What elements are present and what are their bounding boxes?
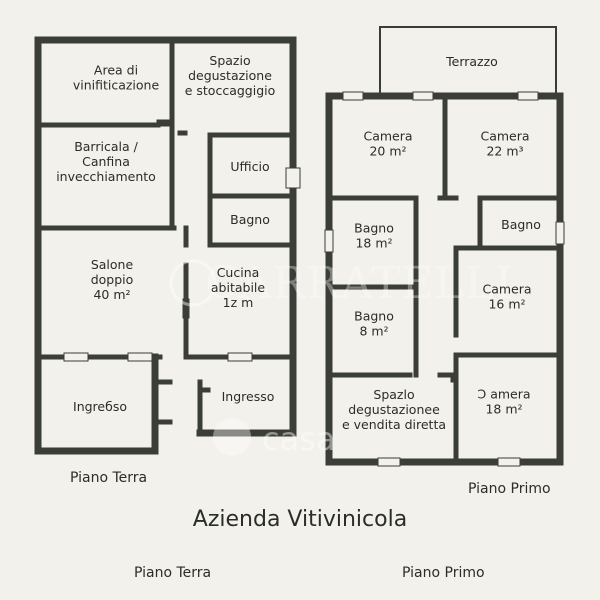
ground-floor-room-1-label: Area di bbox=[94, 63, 138, 78]
first-floor-caption: Piano Primo bbox=[468, 481, 551, 497]
ground-floor-room-6-label: 40 m² bbox=[93, 287, 130, 302]
first-floor-room-3-label: Camera bbox=[480, 129, 529, 144]
ground-floor-room-6-label: Salone bbox=[91, 257, 134, 272]
bottom-caption-first: Piano Primo bbox=[402, 565, 485, 581]
ground-floor-room-7-label: Cucina bbox=[217, 265, 260, 280]
ground-floor-room-2-label: e stoccaggigio bbox=[185, 83, 276, 98]
watermark-portal: casa bbox=[213, 418, 335, 458]
ground-floor-room-7-label: 1z m bbox=[223, 295, 254, 310]
first-floor-room-6-label: 8 m² bbox=[359, 324, 388, 339]
ground-floor-caption: Piano Terra bbox=[70, 470, 148, 486]
first-floor-room-2-label: Camera bbox=[363, 129, 412, 144]
watermark-portal-text: casa bbox=[262, 420, 335, 458]
first-floor-room-6-label: Bagno bbox=[354, 309, 394, 324]
first-floor-room-4-label: Bagno bbox=[354, 221, 394, 236]
ground-floor-room-7-label: abitabile bbox=[211, 280, 266, 295]
ground-floor-room-2-label: degustazione bbox=[188, 68, 272, 83]
first-floor-room-9-label: Ͻ amera bbox=[477, 387, 530, 402]
ground-floor-room-3-label: Canfina bbox=[82, 154, 130, 169]
first-floor-room-8-label: Spazlo bbox=[373, 387, 414, 402]
ground-floor-room-8-label: Ingreбso bbox=[73, 399, 127, 414]
first-floor-room-7-label: 16 m² bbox=[488, 297, 525, 312]
page-title: Azienda Vitivinicola bbox=[192, 507, 408, 532]
ground-floor-room-1-label: vinifiticazione bbox=[73, 78, 160, 93]
first-floor-room-4-label: 18 m² bbox=[355, 236, 392, 251]
watermark-brand-text: CARRATELLI bbox=[205, 258, 513, 309]
ground-floor-room-4-label: Ufficio bbox=[230, 159, 269, 174]
first-floor-room-8-label: e vendita diretta bbox=[342, 417, 446, 432]
ground-floor-room-9-label: Ingresso bbox=[222, 389, 275, 404]
first-floor-room-7-label: Camera bbox=[482, 282, 531, 297]
ground-floor-room-6-label: doppio bbox=[91, 272, 134, 287]
ground-floor-room-3-label: invecchiamento bbox=[56, 169, 156, 184]
watermark-brand: CARRATELLI bbox=[169, 258, 513, 309]
ground-floor-plan bbox=[34, 36, 297, 455]
first-floor-room-2-label: 20 m² bbox=[369, 144, 406, 159]
first-floor-room-3-label: 22 m³ bbox=[486, 144, 523, 159]
first-floor-room-8-label: degustazionee bbox=[348, 402, 440, 417]
ground-floor-room-5-label: Bagno bbox=[230, 212, 270, 227]
ground-floor-room-2-label: Spazio bbox=[209, 53, 250, 68]
first-floor-room-5-label: Bagno bbox=[501, 217, 541, 232]
first-floor-windows bbox=[324, 91, 565, 467]
first-floor-room-9-label: 18 m² bbox=[485, 402, 522, 417]
bottom-caption-ground: Piano Terra bbox=[134, 565, 212, 581]
ground-floor-room-3-label: Barricala / bbox=[74, 139, 138, 154]
first-floor-plan bbox=[325, 26, 564, 466]
ground-floor-windows bbox=[63, 167, 301, 362]
room-labels: Area divinifiticazioneSpaziodegustazione… bbox=[56, 53, 541, 432]
first-floor-room-1-label: Terrazzo bbox=[445, 54, 498, 69]
